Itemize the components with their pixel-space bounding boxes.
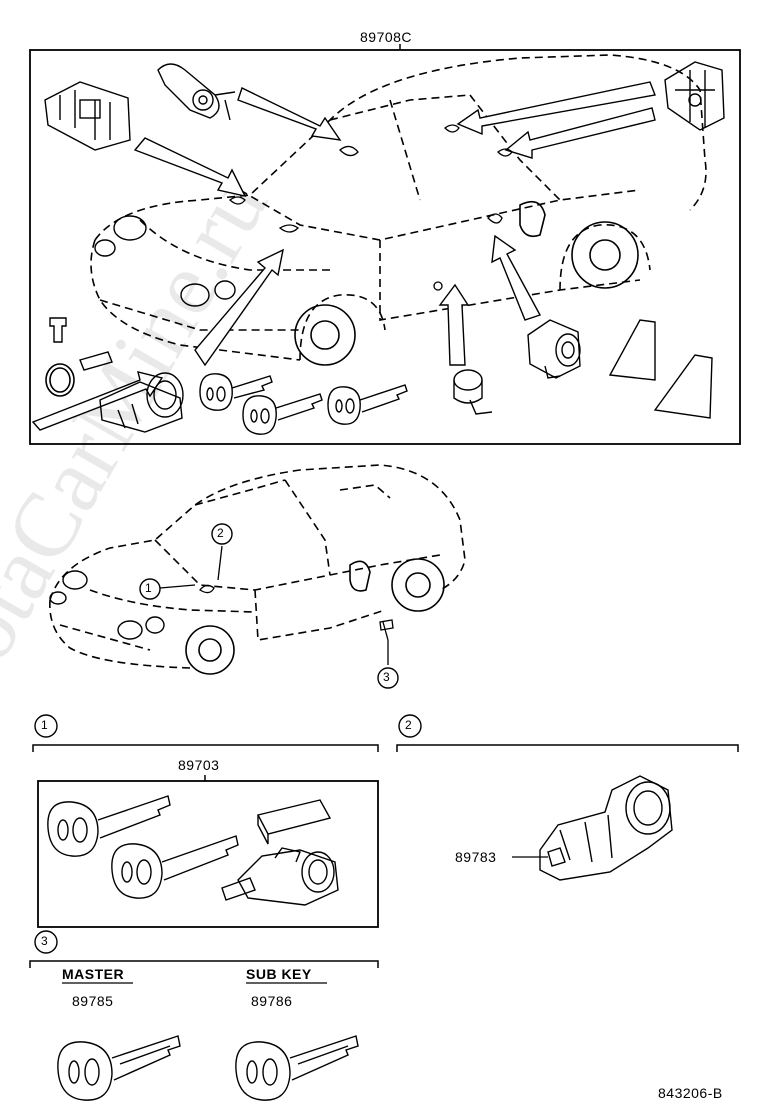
section-1-circle xyxy=(34,714,58,738)
callout-3-pin xyxy=(379,619,394,631)
master-key-drawing xyxy=(57,1035,181,1101)
part-clip xyxy=(49,317,67,343)
section-3-circle xyxy=(34,930,58,954)
top-car-door-handle xyxy=(519,200,546,238)
middle-car-headlights xyxy=(49,570,165,640)
part-door-lock-actuator xyxy=(44,81,131,151)
part-protector-pads xyxy=(608,319,713,419)
subkey-part-number: 89786 xyxy=(251,993,293,1009)
callout-3-circle xyxy=(377,667,399,689)
part-door-lock-small xyxy=(453,369,493,415)
callout-1-label: 1 xyxy=(145,581,153,595)
section-1-part-number: 89703 xyxy=(178,757,220,773)
section-2-part-number: 89783 xyxy=(455,849,497,865)
section-1-label: 1 xyxy=(41,718,49,732)
top-key-1 xyxy=(199,373,273,411)
master-part-number: 89785 xyxy=(72,993,114,1009)
callout-2-circle xyxy=(211,523,233,545)
subkey-drawing xyxy=(235,1035,359,1101)
middle-car-wheels xyxy=(185,558,445,675)
part-hood-latch xyxy=(157,63,236,121)
section-1-cylinder xyxy=(221,847,339,906)
callout-2-label: 2 xyxy=(217,526,225,540)
section-1-chip xyxy=(256,799,332,845)
callout-1-circle xyxy=(139,578,161,600)
locator-marks xyxy=(228,124,513,291)
top-key-2 xyxy=(242,393,323,435)
top-car-wheels xyxy=(294,221,639,366)
part-ignition-cylinder xyxy=(99,372,184,433)
locator-arrows xyxy=(31,81,656,431)
section-1-key-b xyxy=(111,835,239,899)
top-key-3 xyxy=(327,384,408,425)
section-2-bracket xyxy=(396,744,739,752)
section-1-key-a xyxy=(47,795,171,857)
part-o-ring xyxy=(45,363,75,397)
section-1-box xyxy=(37,780,379,928)
part-rear-latch xyxy=(664,61,725,131)
top-group-part-number: 89708C xyxy=(360,29,413,45)
callout-3-label: 3 xyxy=(383,670,391,684)
middle-car-callout-leaders xyxy=(159,545,389,665)
top-car-outline xyxy=(90,54,707,361)
top-frame xyxy=(29,49,741,445)
master-heading: MASTER xyxy=(62,966,125,982)
section-2-circle xyxy=(398,714,422,738)
section-2-label: 2 xyxy=(405,718,413,732)
diagram-code: 843206-B xyxy=(658,1085,723,1101)
section-1-bracket xyxy=(32,744,379,752)
middle-car-outline xyxy=(49,464,466,669)
top-car-headlights xyxy=(94,215,236,307)
section-3-label: 3 xyxy=(41,934,49,948)
part-transponder-chip xyxy=(79,351,113,371)
section-2-ignition-switch xyxy=(539,775,673,881)
subkey-heading: SUB KEY xyxy=(246,966,312,982)
part-door-lock-cylinder xyxy=(527,319,581,379)
section-3-bracket xyxy=(29,960,379,968)
middle-car-door-handle xyxy=(349,560,371,592)
